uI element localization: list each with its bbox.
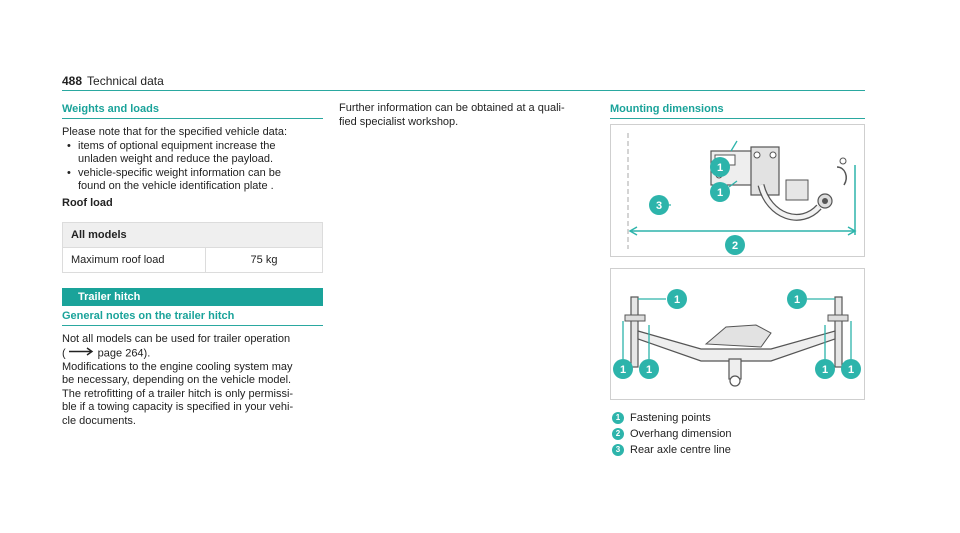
callout-1-badge: 1 xyxy=(710,157,730,177)
callout-1-badge: 1 xyxy=(815,359,835,379)
svg-text:1: 1 xyxy=(848,364,854,376)
page-ref-link[interactable]: page 264). xyxy=(97,347,151,360)
list-item: 1 Fastening points xyxy=(612,410,732,426)
weights-heading-rule xyxy=(62,118,323,119)
rear-view-drawing: 1 1 1 1 1 1 xyxy=(613,289,861,387)
weights-heading: Weights and loads xyxy=(62,103,159,115)
list-item: 3 Rear axle centre line xyxy=(612,442,732,458)
trailer-hitch-bar: Trailer hitch xyxy=(62,288,323,306)
svg-text:1: 1 xyxy=(717,162,723,174)
legend-number: 1 xyxy=(612,412,624,425)
table-header-row: All models xyxy=(62,222,323,248)
callout-1-badge: 1 xyxy=(841,359,861,379)
page-ref-arrow-icon xyxy=(68,346,95,361)
section-title: Technical data xyxy=(87,74,164,88)
side-view-figure: 1 1 3 2 xyxy=(610,124,865,257)
callout-3-badge: 3 xyxy=(649,195,669,215)
side-view-drawing: 1 1 3 2 xyxy=(627,133,857,255)
table-row: Maximum roof load 75 kg xyxy=(62,247,323,273)
table-cell-label: Maximum roof load xyxy=(62,247,206,273)
legend-number: 3 xyxy=(612,444,624,457)
legend-text: Rear axle centre line xyxy=(630,444,731,456)
weights-text: Please note that for the specified vehic… xyxy=(62,126,327,210)
further-info-text: Further information can be obtained at a… xyxy=(339,102,565,128)
legend-number: 2 xyxy=(612,428,624,441)
weights-intro: Please note that for the specified vehic… xyxy=(62,126,288,138)
svg-text:1: 1 xyxy=(620,364,626,376)
callout-1-badge: 1 xyxy=(787,289,807,309)
callout-1-badge: 1 xyxy=(667,289,687,309)
rear-view-figure: 1 1 1 1 1 1 xyxy=(610,268,865,400)
table-cell-value: 75 kg xyxy=(205,247,323,273)
mounting-heading: Mounting dimensions xyxy=(610,103,724,115)
legend-text: Fastening points xyxy=(630,412,711,424)
svg-text:2: 2 xyxy=(732,240,738,252)
table-header-cell: All models xyxy=(62,222,323,248)
svg-text:1: 1 xyxy=(794,294,800,306)
roof-load-heading: Roof load xyxy=(62,196,113,209)
callout-2-badge: 2 xyxy=(725,235,745,255)
svg-text:3: 3 xyxy=(656,200,662,212)
list-item: 2 Overhang dimension xyxy=(612,426,732,442)
trailer-subtitle: General notes on the trailer hitch xyxy=(62,310,235,322)
svg-text:1: 1 xyxy=(717,187,723,199)
trailer-text: Not all models can be used for trailer o… xyxy=(62,333,294,427)
callout-1-badge: 1 xyxy=(710,182,730,202)
trailer-subtitle-rule xyxy=(62,325,323,326)
callout-1-badge: 1 xyxy=(639,359,659,379)
list-item: items of optional equipment increase the… xyxy=(62,140,327,167)
header-divider xyxy=(62,90,865,91)
roof-load-table: All models Maximum roof load 75 kg xyxy=(62,222,323,273)
svg-text:1: 1 xyxy=(822,364,828,376)
page-header: 488 Technical data xyxy=(62,74,164,88)
mounting-heading-rule xyxy=(610,118,865,119)
legend-text: Overhang dimension xyxy=(630,428,732,440)
svg-text:1: 1 xyxy=(674,294,680,306)
callout-1-badge: 1 xyxy=(613,359,633,379)
svg-text:1: 1 xyxy=(646,364,652,376)
page-number: 488 xyxy=(62,74,83,88)
list-item: vehicle-specific weight information can … xyxy=(62,167,327,194)
